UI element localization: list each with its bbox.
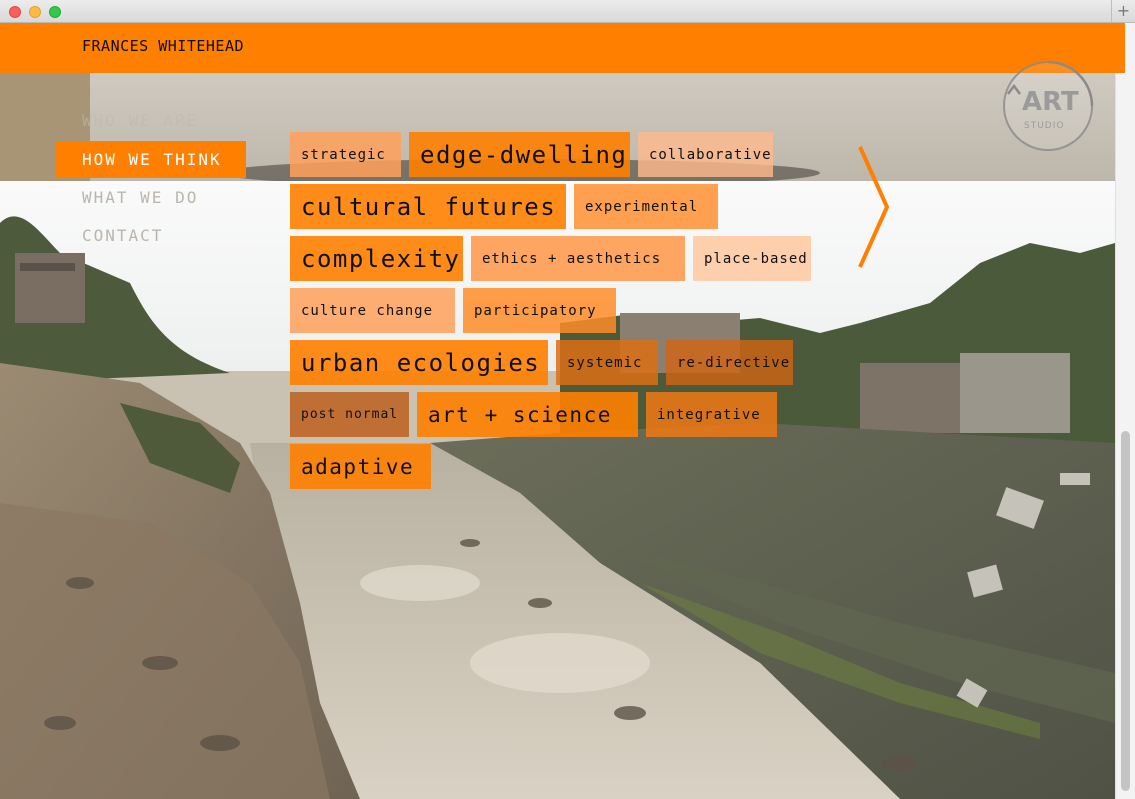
tag-experimental[interactable]: experimental [574,184,718,229]
vertical-scrollbar[interactable] [1115,23,1135,799]
minimize-window-button[interactable] [29,6,41,18]
svg-text:STUDIO: STUDIO [1024,121,1064,131]
tag-ethics-aesthetics[interactable]: ethics + aesthetics [471,236,685,281]
nav-who-we-are[interactable]: WHO WE ARE [82,111,199,130]
tag-edge-dwelling[interactable]: edge-dwelling [409,132,630,177]
zoom-window-button[interactable] [49,6,61,18]
close-window-button[interactable] [9,6,21,18]
site-title[interactable]: FRANCES WHITEHEAD [82,37,245,55]
background-photo [0,23,1115,799]
tag-urban-ecologies[interactable]: urban ecologies [290,340,548,385]
art-studio-logo-icon[interactable]: ART STUDIO [1000,58,1096,154]
tag-culture-change[interactable]: culture change [290,288,455,333]
nav-how-we-think[interactable]: HOW WE THINK [56,141,246,178]
site-header: FRANCES WHITEHEAD [0,23,1125,73]
tag-cultural-futures[interactable]: cultural futures [290,184,566,229]
tag-systemic[interactable]: systemic [556,340,658,385]
tag-place-based[interactable]: place-based [693,236,811,281]
tag-strategic[interactable]: strategic [290,132,401,177]
browser-titlebar: + [0,0,1135,23]
chevron-right-icon[interactable] [855,142,895,272]
svg-text:ART: ART [1022,87,1079,117]
tag-re-directive[interactable]: re-directive [666,340,793,385]
tag-art-science[interactable]: art + science [417,392,638,437]
tag-integrative[interactable]: integrative [646,392,777,437]
tag-post-normal[interactable]: post normal [290,392,409,437]
tag-adaptive[interactable]: adaptive [290,444,431,489]
plus-icon[interactable]: + [1111,0,1135,23]
scrollbar-thumb[interactable] [1121,431,1130,791]
tag-collaborative[interactable]: collaborative [638,132,773,177]
tag-complexity[interactable]: complexity [290,236,463,281]
nav-contact[interactable]: CONTACT [82,226,164,245]
nav-what-we-do[interactable]: WHAT WE DO [82,188,199,207]
tag-participatory[interactable]: participatory [463,288,616,333]
